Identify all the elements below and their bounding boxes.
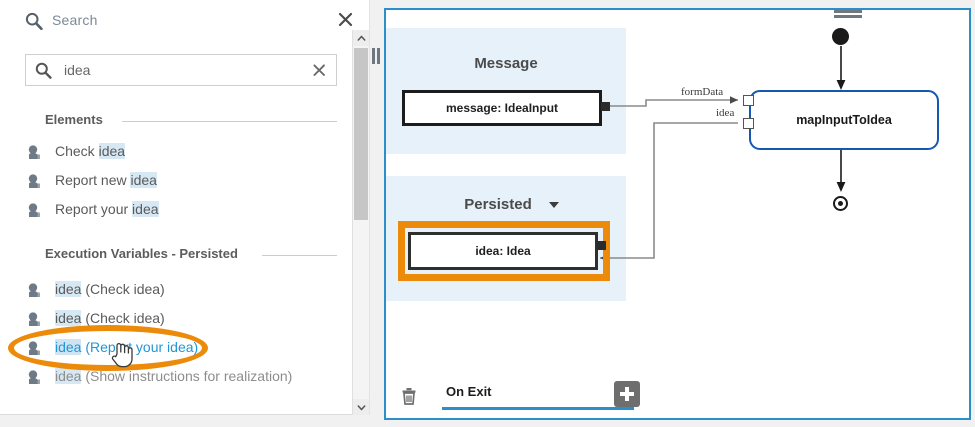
group-title-message: Message — [474, 55, 538, 72]
port-label-formdata: formData — [681, 86, 724, 98]
user-icon — [27, 312, 46, 327]
pin-box-idea[interactable]: idea: Idea — [408, 232, 598, 270]
search-panel-header: Search — [0, 0, 370, 42]
initial-node[interactable] — [832, 28, 849, 45]
scrollbar-vertical[interactable] — [352, 30, 369, 415]
list-item[interactable]: Check idea — [25, 142, 355, 164]
list-item-selected[interactable]: idea (Report your idea) — [25, 338, 355, 360]
list-item[interactable]: Report your idea — [25, 200, 355, 222]
list-item-label: Report your idea — [55, 201, 159, 217]
activity-node[interactable]: mapInputToIdea — [749, 90, 939, 150]
clear-icon[interactable] — [311, 62, 328, 79]
port-label-idea: idea — [716, 107, 735, 119]
pin-connector-message[interactable] — [601, 102, 610, 111]
search-icon — [35, 62, 52, 79]
list-item[interactable]: idea (Check idea) — [25, 309, 355, 331]
search-panel: Search idea Elements — [0, 0, 370, 415]
tab-on-exit-label: On Exit — [446, 384, 492, 399]
diagram-toolbar: On Exit — [386, 374, 969, 418]
panel-splitter-handle[interactable] — [372, 48, 382, 64]
list-item-label: Report new idea — [55, 172, 157, 188]
section-header-elements: Elements — [25, 112, 337, 130]
search-panel-title: Search — [52, 12, 98, 28]
tab-underline — [442, 407, 634, 410]
port-idea[interactable] — [743, 118, 754, 129]
list-item-label: idea (Report your idea) — [55, 339, 199, 355]
user-icon — [27, 370, 46, 385]
user-icon — [27, 341, 46, 356]
list-item-label: idea (Show instructions for realization) — [55, 368, 293, 384]
user-icon — [27, 203, 46, 218]
scrollbar-thumb[interactable] — [354, 48, 368, 220]
group-title-persisted: Persisted — [464, 196, 532, 213]
list-item-label: Check idea — [55, 143, 126, 159]
section-label: Execution Variables - Persisted — [45, 246, 246, 261]
user-icon — [27, 283, 46, 298]
caret-down-icon[interactable] — [549, 202, 559, 208]
user-icon — [27, 174, 46, 189]
chevron-up-icon[interactable] — [353, 30, 369, 46]
diagram-panel: Message Persisted message: IdeaInput ide… — [384, 8, 971, 420]
tab-on-exit[interactable]: On Exit — [442, 384, 634, 410]
pin-box-message[interactable]: message: IdeaInput — [402, 90, 602, 126]
final-node[interactable] — [833, 196, 848, 211]
chevron-down-icon[interactable] — [353, 399, 369, 415]
divider — [262, 255, 337, 256]
plus-icon[interactable] — [614, 381, 640, 407]
divider — [122, 121, 337, 122]
list-item[interactable]: idea (Check idea) — [25, 280, 355, 302]
user-icon — [27, 145, 46, 160]
panel-resize-handle[interactable] — [834, 10, 862, 19]
list-item-label: idea (Check idea) — [55, 281, 165, 297]
trash-icon[interactable] — [398, 385, 420, 407]
list-item[interactable]: idea (Show instructions for realization) — [25, 367, 355, 389]
section-header-execution-variables: Execution Variables - Persisted — [25, 246, 337, 264]
close-icon[interactable] — [336, 10, 356, 30]
search-input[interactable]: idea — [25, 54, 337, 86]
list-item-label: idea (Check idea) — [55, 310, 165, 326]
search-icon — [25, 12, 43, 31]
pin-connector-idea[interactable] — [597, 241, 606, 250]
port-formdata[interactable] — [743, 95, 754, 106]
list-item[interactable]: Report new idea — [25, 171, 355, 193]
search-input-value: idea — [64, 62, 91, 78]
annotation-rect — [398, 221, 610, 281]
section-label: Elements — [45, 112, 111, 127]
